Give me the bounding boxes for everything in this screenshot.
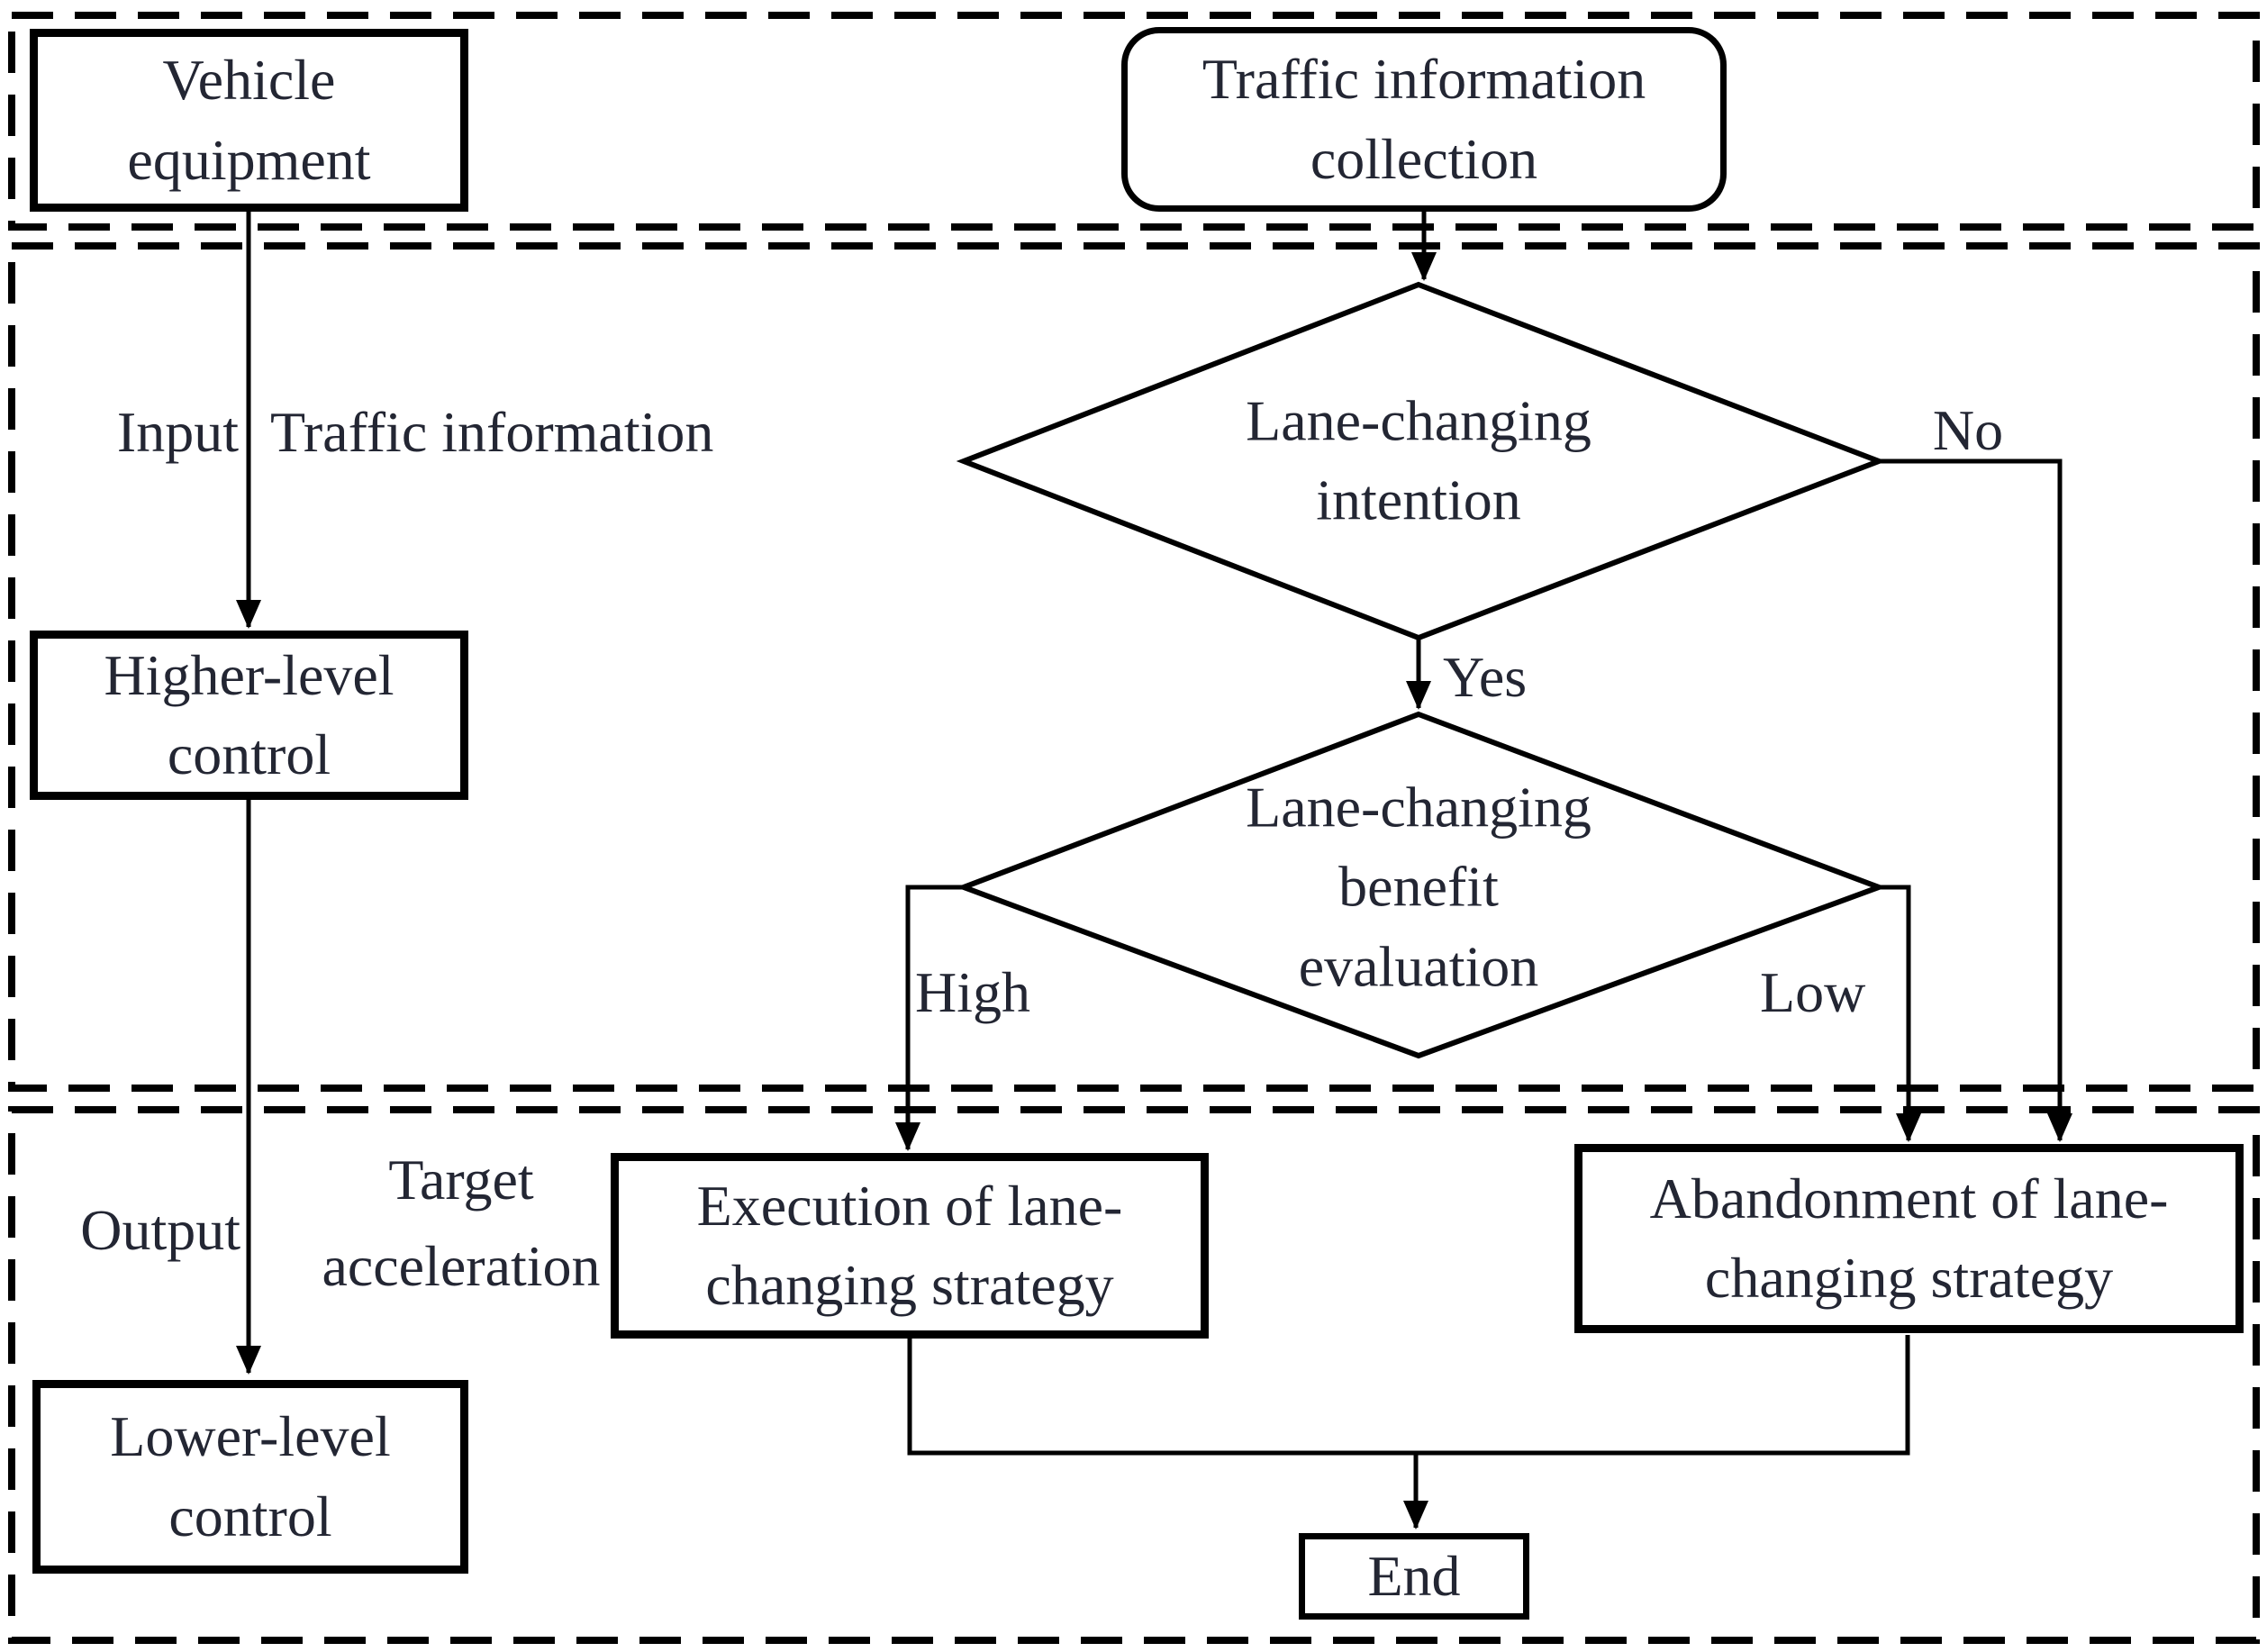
- node-text-line: control: [167, 722, 331, 786]
- node-execution-strategy: Execution of lane- changing strategy: [611, 1153, 1209, 1339]
- benefit-diamond-shape: [956, 711, 1887, 1059]
- section-border-middle-layer: [8, 242, 2260, 1092]
- edge-high-to-execution: [895, 885, 964, 1151]
- edge-label-output: Output: [80, 1198, 240, 1262]
- node-text-line: evaluation: [1298, 934, 1539, 999]
- node-lower-level-control: Lower-level control: [32, 1380, 468, 1574]
- node-text-line: Execution of lane-: [696, 1173, 1123, 1238]
- intention-diamond-label: Lane-changing intention: [1246, 382, 1591, 541]
- edge-merge-line: [907, 1335, 1910, 1456]
- edge-label-target-acceleration: Target acceleration: [268, 1137, 654, 1310]
- edge-label-high: High: [915, 960, 1030, 1024]
- edge-label-line: acceleration: [322, 1234, 601, 1298]
- node-text-line: End: [1367, 1543, 1461, 1608]
- node-traffic-information-collection: Traffic information collection: [1121, 27, 1727, 212]
- section-border-top-layer: [8, 12, 2260, 231]
- edge-label-low: Low: [1760, 960, 1866, 1024]
- node-text-line: benefit: [1338, 854, 1499, 919]
- node-end: End: [1299, 1533, 1529, 1620]
- node-text-line: Lane-changing: [1246, 388, 1591, 453]
- node-higher-level-control: Higher-level control: [30, 631, 468, 800]
- node-text-line: Abandonment of lane-: [1649, 1166, 2169, 1230]
- node-text-line: collection: [1310, 126, 1538, 191]
- edge-label-input: Input: [116, 400, 239, 464]
- edge-low-to-abandonment: [1879, 885, 1921, 1142]
- node-text-line: Vehicle: [162, 48, 336, 113]
- benefit-diamond-label: Lane-changing benefit evaluation: [1246, 768, 1591, 1007]
- edge-label-line: Target: [388, 1148, 534, 1212]
- node-text-line: intention: [1316, 468, 1521, 532]
- edge-label-yes: Yes: [1443, 645, 1528, 709]
- edge-label-traffic-information: Traffic information: [270, 400, 714, 464]
- node-abandonment-strategy: Abandonment of lane- changing strategy: [1574, 1144, 2244, 1333]
- node-text-line: Traffic information: [1202, 47, 1646, 112]
- node-text-line: equipment: [127, 127, 371, 192]
- node-text-line: Higher-level: [104, 642, 394, 707]
- node-text-line: control: [168, 1484, 332, 1548]
- node-vehicle-equipment: Vehicle equipment: [30, 29, 468, 212]
- node-text-line: changing strategy: [1704, 1246, 2114, 1310]
- edge-no-to-abandonment: [1879, 458, 2072, 1142]
- node-text-line: Lane-changing: [1246, 775, 1591, 840]
- node-text-line: Lower-level: [110, 1404, 391, 1469]
- node-text-line: changing strategy: [705, 1253, 1114, 1317]
- edge-label-no: No: [1932, 398, 2004, 462]
